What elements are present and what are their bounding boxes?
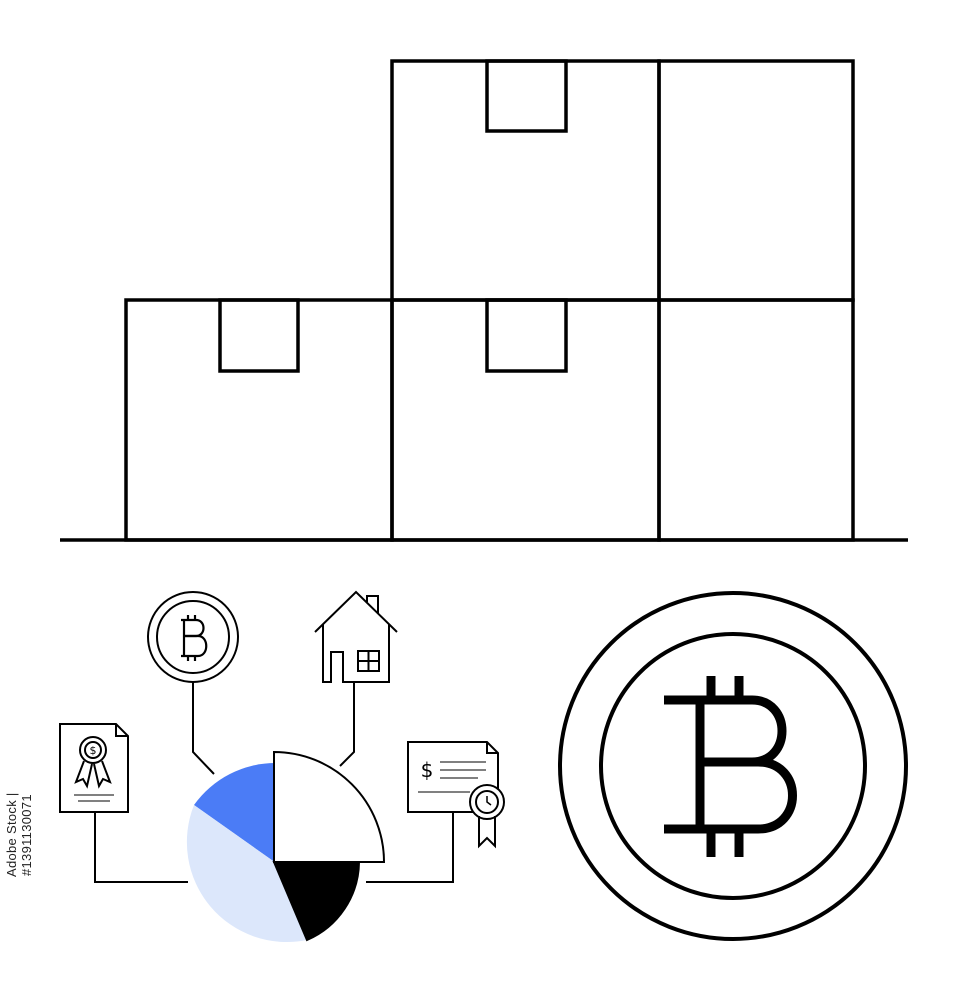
cardboard-box-icon [657, 298, 855, 542]
svg-text:$: $ [90, 744, 97, 757]
pie-chart-icon [186, 750, 386, 943]
bitcoin-symbol-icon [664, 676, 797, 857]
svg-text:$: $ [421, 758, 434, 782]
certificate-icon: $ [59, 723, 129, 813]
seal-icon [469, 784, 505, 849]
bitcoin-coin-icon [147, 591, 239, 683]
connector-lines [94, 682, 454, 883]
cardboard-box-icon [124, 298, 394, 542]
cardboard-box-icon [390, 298, 661, 542]
cardboard-box-icon [657, 59, 855, 302]
stock-image-id: Adobe Stock | #1391130071 [4, 792, 34, 878]
cardboard-box-icon [390, 59, 661, 302]
bitcoin-coin-icon [558, 591, 908, 941]
house-icon [314, 590, 398, 683]
invoice-document-icon: $ [407, 741, 505, 849]
